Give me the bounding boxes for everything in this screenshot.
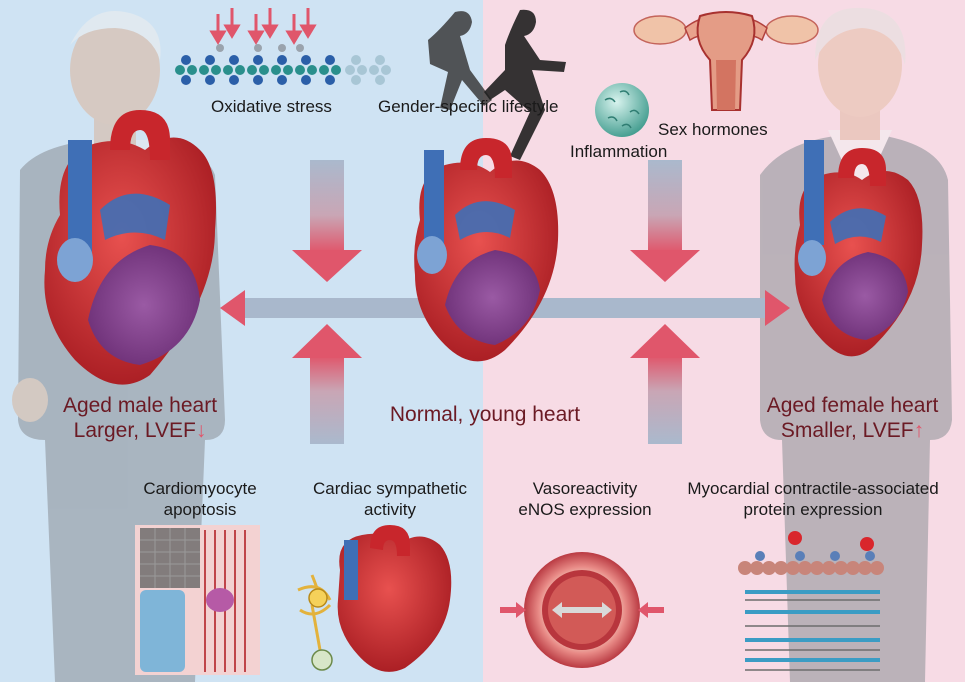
aged-male-heart-icon [44,110,216,385]
sympathetic-neuron-heart-icon [297,525,452,672]
sympathetic-label-line-2: activity [364,500,416,519]
myocardial-label-line-1: Myocardial contractile-associated [687,479,939,498]
myocardial-label-line-2: protein expression [743,500,883,519]
inflammation-icon [595,83,649,137]
aged-male-heart-title: Aged male heart [62,394,218,417]
cardiomyocyte-tissue-icon [135,525,260,675]
aged-female-heart-icon [794,140,923,357]
influence-arrow-down-right [630,160,700,282]
lifestyle-label: Gender-specific lifestyle [378,97,559,116]
aged-female-heart-label: Aged female heart Smaller, LVEF↑ [745,393,960,443]
blood-vessel-cross-section-icon [500,552,664,668]
aged-male-heart-subtitle-row: Larger, LVEF↓ [35,418,245,443]
sex-hormones-label: Sex hormones [658,120,768,139]
cardiomyocyte-apoptosis-label: Cardiomyocyte apoptosis [120,478,280,520]
sympathetic-label-line-1: Cardiac sympathetic [312,479,467,498]
arrow-up-icon: ↑ [913,419,925,442]
aged-female-heart-subtitle: Smaller, LVEF [780,419,914,442]
influence-arrow-up-right [630,324,700,444]
contractile-protein-icon [738,531,884,671]
normal-young-heart-label: Normal, young heart [389,403,581,426]
cardiomyocyte-label-line-2: apoptosis [163,500,237,519]
cardiac-sympathetic-label: Cardiac sympathetic activity [290,478,490,520]
oxidative-stress-label: Oxidative stress [211,97,332,116]
aged-female-heart-subtitle-row: Smaller, LVEF↑ [745,418,960,443]
sex-hormones-icon [633,11,819,111]
cardiomyocyte-label-line-1: Cardiomyocyte [143,479,257,498]
oxidative-stress-icon [175,8,391,85]
normal-young-heart-icon [414,138,559,362]
influence-arrow-up-left [292,324,362,444]
influence-arrow-down-left [292,160,362,282]
myocardial-contractile-label: Myocardial contractile-associated protei… [668,478,958,520]
vaso-label-line-1: Vasoreactivity [532,479,638,498]
vaso-label-line-2: eNOS expression [518,500,652,519]
aged-male-heart-subtitle: Larger, LVEF [73,419,196,442]
aged-female-heart-title: Aged female heart [766,394,939,417]
runners-silhouette-icon [428,9,566,160]
aged-male-heart-label: Aged male heart Larger, LVEF↓ [35,393,245,443]
inflammation-label: Inflammation [570,142,668,161]
vasoreactivity-label: Vasoreactivity eNOS expression [500,478,670,520]
arrow-down-icon: ↓ [195,419,207,442]
